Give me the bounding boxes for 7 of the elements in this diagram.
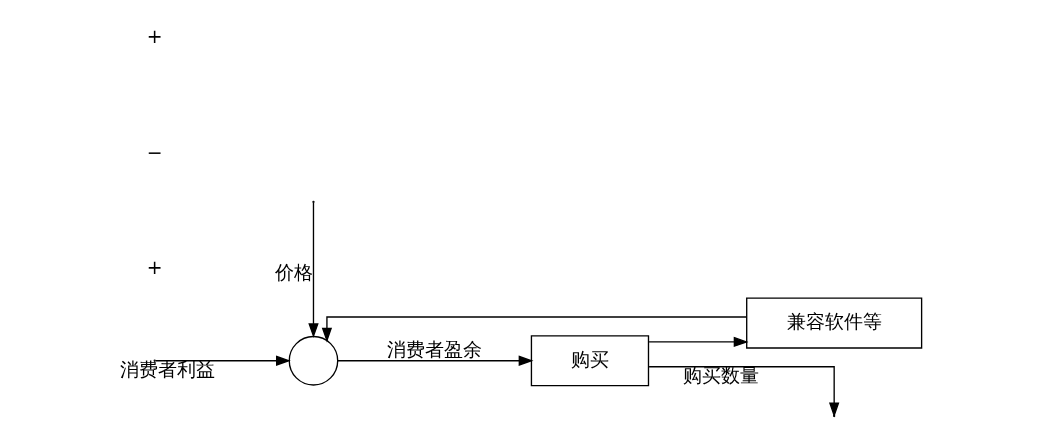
label: + bbox=[146, 257, 163, 279]
edge-label: 购买数量 bbox=[682, 364, 759, 386]
edge-label: 消费者利益 bbox=[119, 358, 215, 380]
label: − bbox=[146, 141, 163, 163]
edge-label: 价格 bbox=[274, 261, 313, 283]
edge-label: 消费者盈余 bbox=[386, 338, 482, 360]
label: + bbox=[146, 25, 163, 47]
